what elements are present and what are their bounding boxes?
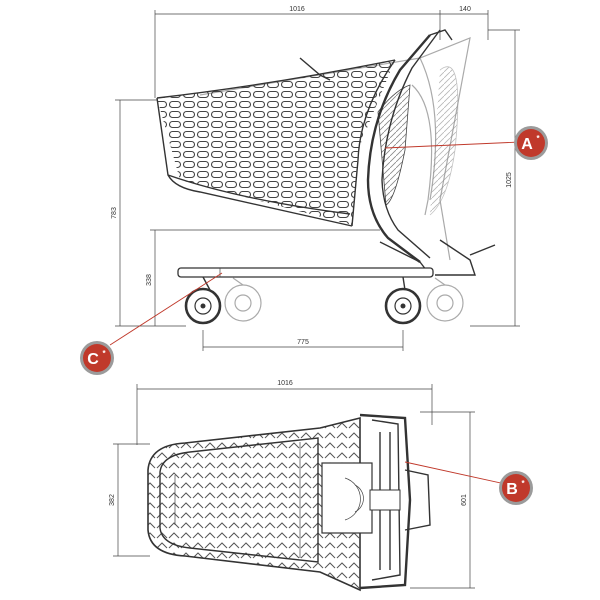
dimension-basket-height-label: 783 — [111, 207, 118, 219]
dimension-outer-width: 601 — [410, 411, 475, 589]
dimension-basket-height: 783 — [111, 99, 186, 327]
dimension-outer-width-label: 601 — [461, 494, 468, 506]
base-deck — [177, 267, 434, 278]
callout-c-mark: * — [102, 349, 106, 358]
leader-b — [404, 461, 511, 486]
dimension-handle-offset: 140 — [440, 6, 489, 40]
callout-a-letter: A — [521, 136, 533, 153]
dimension-deck-height-label: 338 — [146, 274, 153, 286]
rear-frame-top — [359, 413, 431, 590]
side-view: 1016 140 1025 783 338 — [109, 6, 521, 351]
rear-wheel — [384, 276, 422, 325]
callout-c-letter: C — [87, 351, 99, 368]
front-wheel — [184, 276, 222, 325]
dimension-deck-height: 338 — [146, 229, 380, 326]
leader-c — [109, 272, 223, 346]
dimension-top-length: 1016 — [136, 380, 433, 445]
callout-a[interactable]: A * — [514, 126, 548, 160]
dimension-top-length-label: 1016 — [277, 380, 293, 387]
dimension-inner-width-label: 382 — [109, 494, 116, 506]
dimension-wheelbase-label: 775 — [297, 339, 309, 346]
top-view: 1016 382 601 — [109, 380, 511, 592]
dimension-wheelbase: 775 — [202, 330, 404, 351]
dimension-side-length-label: 1016 — [289, 6, 305, 13]
rear-panel — [377, 66, 459, 216]
callout-a-mark: * — [536, 134, 540, 143]
dimension-handle-offset-label: 140 — [459, 6, 471, 13]
callout-c[interactable]: C * — [80, 341, 114, 375]
basket — [156, 57, 396, 227]
dimension-total-height: 1025 — [470, 29, 520, 327]
child-seat — [321, 462, 373, 534]
dimension-inner-width: 382 — [109, 443, 150, 557]
dimension-total-height-label: 1025 — [506, 172, 513, 188]
dimension-side-length: 1016 — [154, 6, 441, 98]
callout-b[interactable]: B * — [499, 471, 533, 505]
callout-b-mark: * — [521, 479, 525, 488]
callout-b-letter: B — [506, 481, 518, 498]
basket-top — [147, 416, 361, 592]
leader-a — [384, 141, 521, 149]
